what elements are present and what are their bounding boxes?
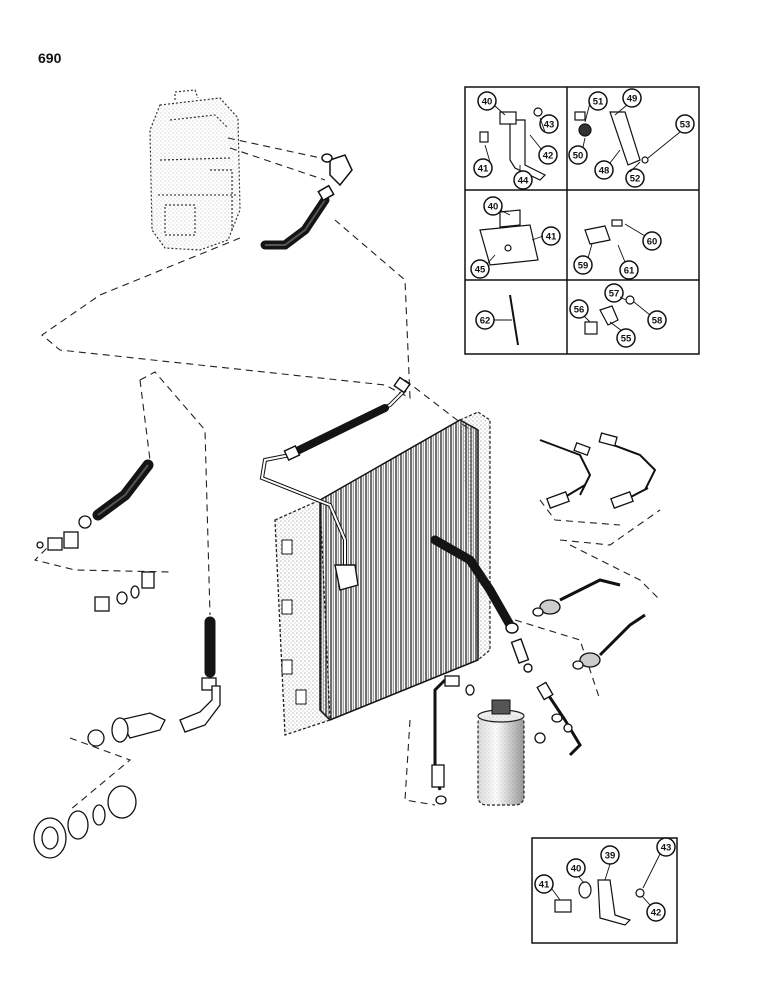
svg-text:43: 43 — [544, 120, 555, 131]
callout-bubble: 40 — [566, 858, 586, 878]
svg-text:53: 53 — [680, 120, 691, 131]
callout-bubble: 62 — [475, 310, 495, 330]
callout-bubble: 39 — [600, 845, 620, 865]
svg-text:61: 61 — [624, 266, 635, 277]
sight-glass-pipe — [431, 675, 475, 805]
svg-text:40: 40 — [571, 864, 582, 875]
svg-text:58: 58 — [652, 316, 663, 327]
liquid-hose — [430, 535, 533, 673]
svg-text:60: 60 — [647, 237, 658, 248]
callout-bubble: 43 — [539, 114, 559, 134]
callout-bubble: 58 — [647, 310, 667, 330]
callout-bubble: 41 — [473, 158, 493, 178]
callout-bubble: 51 — [588, 91, 608, 111]
svg-text:59: 59 — [578, 261, 589, 272]
svg-text:41: 41 — [546, 232, 557, 243]
upper-suction-hose — [260, 153, 353, 250]
svg-text:42: 42 — [651, 908, 662, 919]
svg-text:57: 57 — [609, 289, 620, 300]
callout-bubble: 59 — [573, 255, 593, 275]
callout-bubble: 41 — [534, 874, 554, 894]
callout-bubble: 61 — [619, 260, 639, 280]
svg-text:39: 39 — [605, 851, 616, 862]
discharge-line — [259, 376, 411, 591]
callout-bubble: 48 — [594, 160, 614, 180]
callout-bubble: 55 — [616, 328, 636, 348]
compressor-texture — [150, 98, 240, 250]
callout-bubble: 57 — [604, 283, 624, 303]
svg-text:62: 62 — [480, 316, 491, 327]
detail-panel-7-frame — [531, 837, 678, 944]
callout-bubble: 40 — [477, 91, 497, 111]
leader-lines — [484, 102, 681, 906]
left-hose-assembly — [33, 459, 221, 859]
svg-text:44: 44 — [518, 176, 529, 187]
svg-text:40: 40 — [488, 202, 499, 213]
callout-bubble: 44 — [513, 170, 533, 190]
callout-bubble: 41 — [541, 226, 561, 246]
callout-bubble: 49 — [622, 88, 642, 108]
callout-bubble: 53 — [675, 114, 695, 134]
callout-bubble: 60 — [642, 231, 662, 251]
svg-text:50: 50 — [573, 151, 584, 162]
callout-bubble: 42 — [538, 145, 558, 165]
callout-bubble: 52 — [625, 168, 645, 188]
callout-bubble: 56 — [569, 299, 589, 319]
page-number: 690 — [38, 50, 62, 66]
svg-text:42: 42 — [543, 151, 554, 162]
svg-text:56: 56 — [574, 305, 585, 316]
receiver-lines — [534, 681, 582, 757]
svg-text:43: 43 — [661, 843, 672, 854]
svg-text:40: 40 — [482, 97, 493, 108]
callout-bubble: 43 — [656, 837, 676, 857]
callouts: 40 43 41 42 44 51 49 53 50 48 52 40 41 4… — [470, 88, 695, 922]
callout-bubble: 40 — [483, 196, 503, 216]
svg-text:51: 51 — [593, 97, 604, 108]
svg-text:48: 48 — [599, 166, 610, 177]
pressure-switches — [532, 432, 657, 670]
svg-text:55: 55 — [621, 334, 632, 345]
svg-text:41: 41 — [539, 880, 550, 891]
svg-text:49: 49 — [627, 94, 638, 105]
svg-text:52: 52 — [630, 174, 641, 185]
svg-text:45: 45 — [475, 265, 486, 276]
svg-text:41: 41 — [478, 164, 489, 175]
receiver-drier — [477, 699, 525, 806]
dashed-routing-lines — [33, 137, 661, 811]
condenser — [274, 411, 491, 736]
callout-bubble: 50 — [568, 145, 588, 165]
callout-bubble: 45 — [470, 259, 490, 279]
callout-bubble: 42 — [646, 902, 666, 922]
